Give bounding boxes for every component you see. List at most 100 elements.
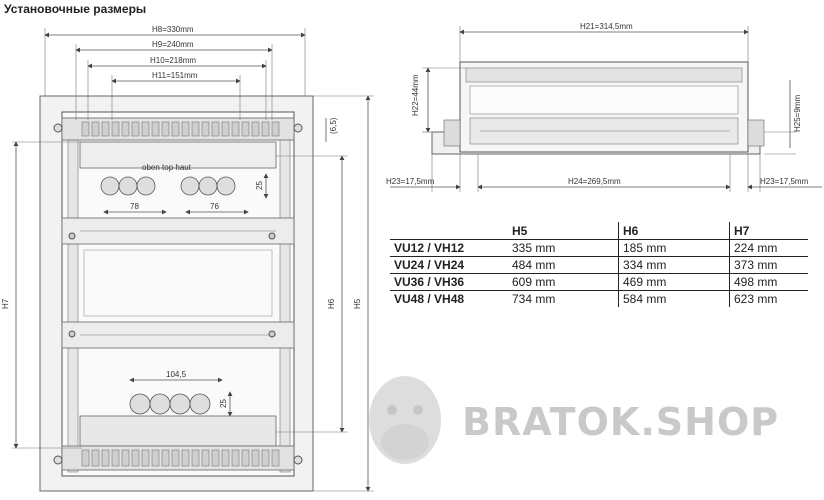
terminal	[181, 121, 190, 137]
page-title: Установочные размеры	[4, 2, 147, 16]
dim-h7: H7	[1, 298, 10, 309]
knockout	[129, 393, 151, 415]
terminal	[101, 121, 110, 137]
top-view: H21=314,5mm H22=44mm H25=9mm H23=17,5mm …	[386, 22, 822, 192]
table-cell: 584 mm	[618, 290, 730, 307]
dim-h22: H22=44mm	[411, 74, 420, 116]
dim-h23-left: H23=17,5mm	[386, 177, 435, 186]
terminal	[121, 121, 130, 137]
dim-6-5: (6,5)	[329, 117, 338, 134]
dim-h23-right: H23=17,5mm	[760, 177, 809, 186]
knockout	[180, 176, 200, 196]
terminal	[211, 121, 220, 137]
terminal	[231, 449, 240, 467]
terminal	[91, 449, 100, 467]
dim-h21: H21=314,5mm	[580, 22, 633, 31]
knockout	[169, 393, 191, 415]
table-row: VU12 / VH12 335 mm 185 mm 224 mm	[390, 239, 808, 257]
dimensions-table: H5 H6 H7 VU12 / VH12 335 mm 185 mm 224 m…	[390, 222, 808, 307]
terminal	[151, 449, 160, 467]
dim-h6: H6	[327, 298, 336, 309]
oben-label: oben top haut	[142, 163, 192, 172]
knockout	[216, 176, 236, 196]
table-cell: 623 mm	[729, 290, 808, 307]
terminal	[151, 121, 160, 137]
table-cell: 373 mm	[729, 256, 808, 274]
terminal	[271, 121, 280, 137]
table-cell: 734 mm	[508, 290, 619, 307]
dim-76: 76	[210, 202, 219, 211]
terminal	[201, 121, 210, 137]
terminal	[81, 121, 90, 137]
knockout	[149, 393, 171, 415]
table-row: VU36 / VH36 609 mm 469 mm 498 mm	[390, 273, 808, 291]
terminal	[201, 449, 210, 467]
knockout	[118, 176, 138, 196]
table-cell: VU24 / VH24	[390, 256, 508, 274]
dim-h25: H25=9mm	[793, 95, 802, 132]
terminal	[241, 449, 250, 467]
table-header-cell: H7	[734, 223, 750, 238]
terminal	[81, 449, 90, 467]
dim-25-top: 25	[255, 181, 264, 190]
terminal	[161, 449, 170, 467]
table-cell: 334 mm	[618, 256, 730, 274]
terminal	[191, 449, 200, 467]
dim-h24: H24=269,5mm	[568, 177, 621, 186]
terminal	[131, 121, 140, 137]
terminal	[101, 449, 110, 467]
table-row: VU24 / VH24 484 mm 334 mm 373 mm	[390, 256, 808, 274]
terminal	[111, 121, 120, 137]
terminal	[191, 121, 200, 137]
table-header-cell	[390, 222, 508, 240]
terminal	[221, 449, 230, 467]
table-cell: VU36 / VH36	[390, 273, 508, 291]
terminal	[251, 449, 260, 467]
terminal	[161, 121, 170, 137]
table-cell: 498 mm	[729, 273, 808, 291]
table-cell: 335 mm	[508, 239, 619, 257]
table-header-cell: H6	[618, 222, 730, 240]
table-header-cell: H5	[508, 222, 619, 240]
table-cell: 224 mm	[729, 239, 808, 257]
terminal	[131, 449, 140, 467]
terminal	[211, 449, 220, 467]
table-header: H5 H6 H7	[390, 222, 808, 240]
dim-25-bottom: 25	[219, 399, 228, 408]
terminal	[251, 121, 260, 137]
table-cell: 469 mm	[618, 273, 730, 291]
dim-h11: H11=151mm	[152, 71, 198, 80]
table-cell: 609 mm	[508, 273, 619, 291]
terminal	[111, 449, 120, 467]
terminal	[91, 121, 100, 137]
terminal	[141, 449, 150, 467]
terminal	[221, 121, 230, 137]
terminal	[261, 121, 270, 137]
terminal	[241, 121, 250, 137]
dim-h8: H8=330mm	[152, 25, 194, 34]
knockout	[189, 393, 211, 415]
dim-78: 78	[130, 202, 139, 211]
terminal	[181, 449, 190, 467]
terminal	[171, 449, 180, 467]
watermark-text: BRATOK.SHOP	[462, 400, 780, 444]
dim-h10: H10=218mm	[150, 56, 196, 65]
terminal	[141, 121, 150, 137]
table-cell: 484 mm	[508, 256, 619, 274]
knockout	[136, 176, 156, 196]
terminal	[171, 121, 180, 137]
terminal	[261, 449, 270, 467]
front-view: oben top haut H8=330mm H9=240mm	[1, 25, 374, 492]
terminal	[231, 121, 240, 137]
knockout	[198, 176, 218, 196]
terminal	[271, 449, 280, 467]
table-cell: 185 mm	[618, 239, 730, 257]
dim-h9: H9=240mm	[152, 40, 194, 49]
dim-h5: H5	[353, 298, 362, 309]
dim-104-5: 104,5	[166, 370, 187, 379]
table-cell: VU48 / VH48	[390, 290, 508, 307]
watermark-logo	[369, 376, 441, 464]
table-row: VU48 / VH48 734 mm 584 mm 623 mm	[390, 290, 808, 307]
knockout	[100, 176, 120, 196]
